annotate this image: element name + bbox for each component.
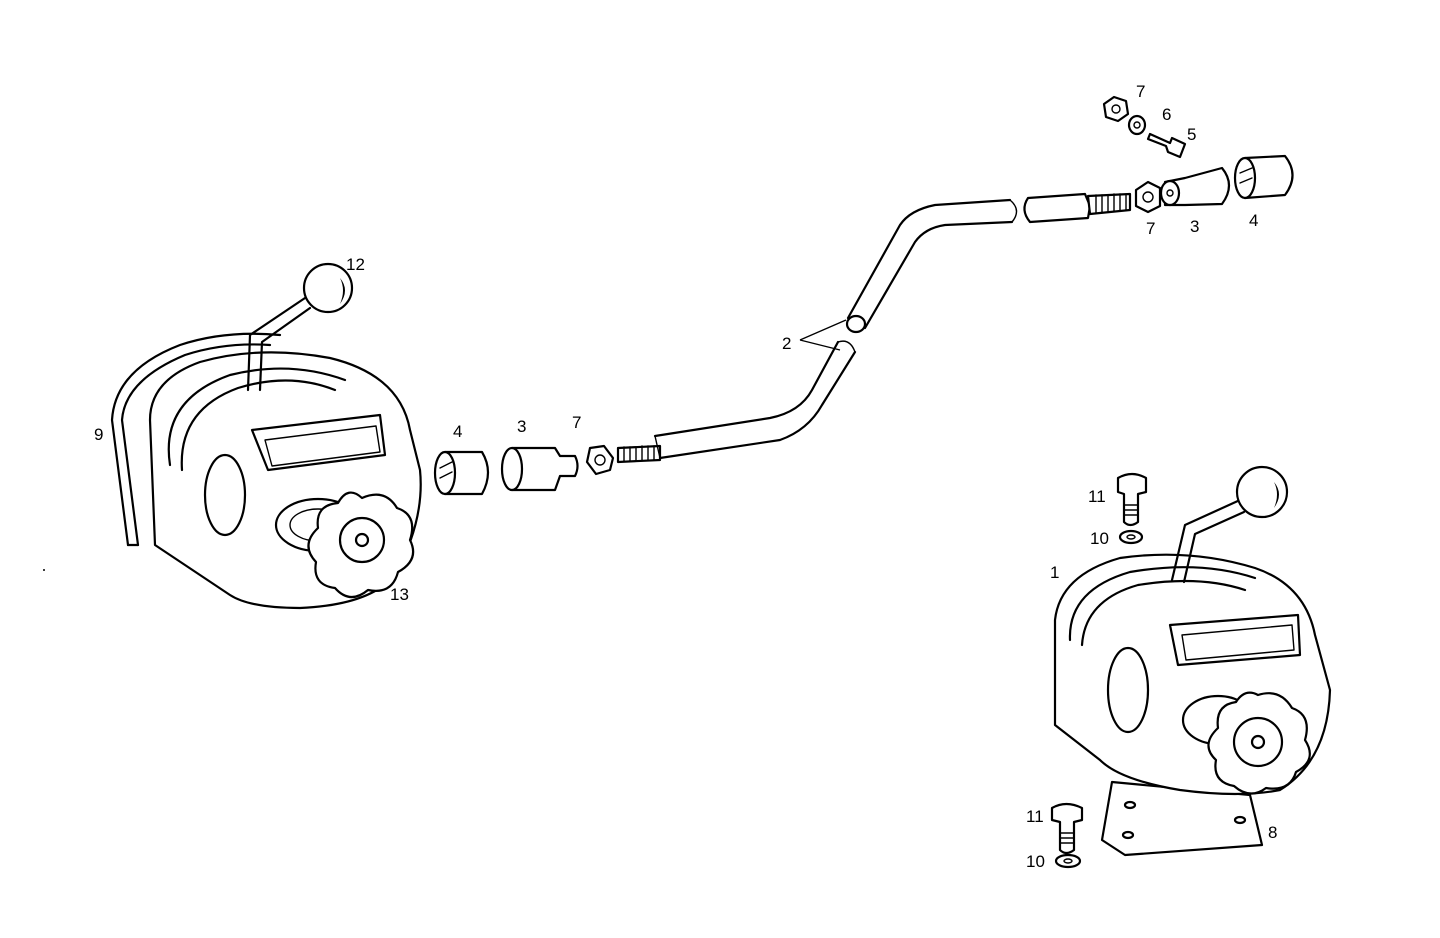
bottom-bolt-assembly	[1050, 802, 1084, 869]
small-bolt	[1146, 132, 1187, 159]
top-bolt-assembly	[1116, 472, 1148, 545]
callout-5: 5	[1187, 125, 1196, 144]
callout-9: 9	[94, 425, 103, 444]
right-lever-ball	[1235, 465, 1289, 519]
callouts: 12 9 13 4 3 7 2 7 6 5 7 3 4 11 10 1 11 1…	[94, 82, 1277, 871]
callout-7-right: 7	[1146, 219, 1155, 238]
left-socket	[510, 446, 579, 492]
callout-1: 1	[1050, 563, 1059, 582]
right-socket	[1163, 166, 1231, 207]
callout-10-bottom: 10	[1026, 852, 1045, 871]
left-control-unit	[110, 262, 422, 610]
left-fittings	[433, 444, 615, 496]
callout-6: 6	[1162, 105, 1171, 124]
top-bolt	[1116, 472, 1148, 527]
callout-13: 13	[390, 585, 409, 604]
callout-7-top: 7	[1136, 82, 1145, 101]
left-lever-ball	[302, 262, 354, 314]
callout-4-right: 4	[1249, 211, 1258, 230]
guard-plate	[110, 332, 282, 547]
callout-10-top: 10	[1090, 529, 1109, 548]
right-fittings	[1102, 95, 1294, 214]
callout-4-left: 4	[453, 422, 462, 441]
callout-11-top: 11	[1088, 487, 1106, 506]
left-nut	[585, 444, 615, 476]
washer	[1127, 114, 1147, 136]
right-control-unit	[1053, 465, 1332, 857]
left-sleeve	[443, 450, 490, 496]
callout-3-right: 3	[1190, 217, 1199, 236]
callout-8: 8	[1268, 823, 1277, 842]
callout-3-left: 3	[517, 417, 526, 436]
left-lever	[246, 296, 307, 392]
bottom-bolt	[1050, 802, 1084, 855]
control-rod	[616, 192, 1132, 464]
right-lever	[1170, 498, 1242, 582]
bottom-washer	[1054, 853, 1082, 869]
callout-11-bottom: 11	[1026, 807, 1044, 826]
right-sleeve	[1243, 154, 1294, 200]
callout-12: 12	[346, 255, 365, 274]
top-washer	[1118, 529, 1144, 545]
callout-2: 2	[782, 334, 791, 353]
right-nut	[1134, 180, 1162, 214]
top-nut	[1102, 95, 1130, 123]
callout-7-left: 7	[572, 413, 581, 432]
